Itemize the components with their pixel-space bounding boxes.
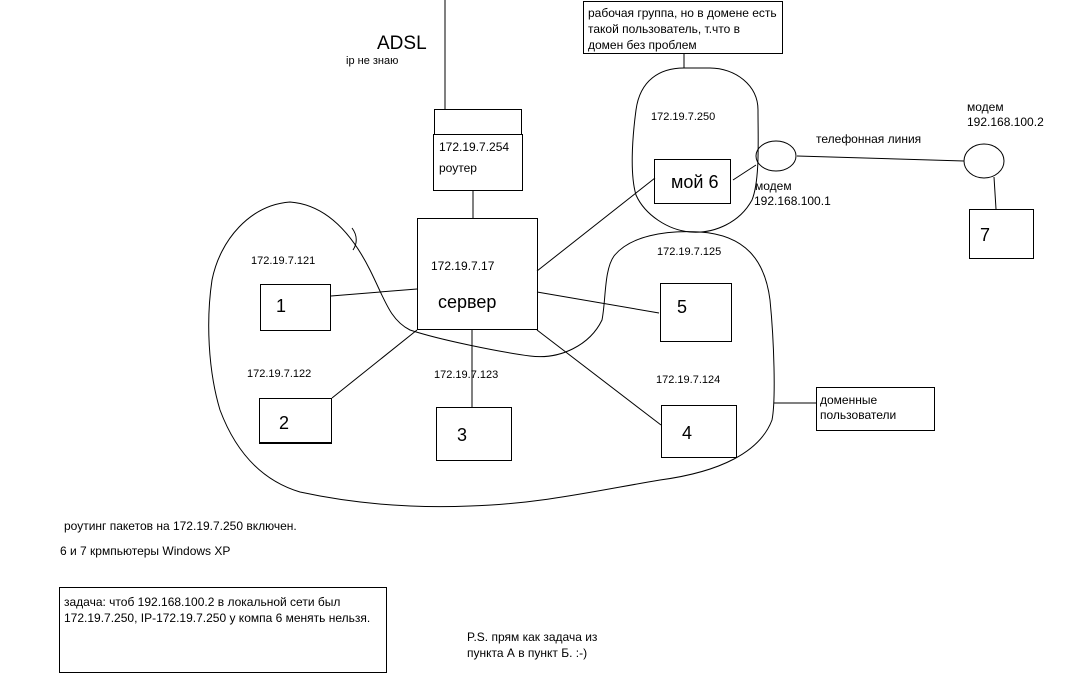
modem-remote-icon: [963, 143, 1005, 179]
workgroup-note: рабочая группа, но в домене есть такой п…: [583, 1, 783, 54]
phone-line-label: телефонная линия: [816, 132, 922, 146]
modem-local-icon: [755, 140, 797, 172]
router-top-box: [434, 109, 522, 135]
router-ip: 172.19.7.254: [439, 140, 510, 154]
remote-pc-label: 7: [980, 225, 991, 245]
adsl-label: ADSL: [377, 33, 427, 54]
phone-line: [796, 155, 965, 162]
server-host2-link: [331, 329, 418, 399]
host-2-box[interactable]: 2: [259, 398, 332, 444]
modem-remote-ip: 192.168.100.2: [967, 115, 1044, 129]
server-ip: 172.19.7.17: [431, 259, 495, 273]
domain-area: [208, 201, 775, 508]
adsl-ip-unknown: ip не знаю: [346, 55, 399, 67]
host-4-ip: 172.19.7.124: [656, 374, 721, 386]
host-3-box[interactable]: 3: [436, 407, 512, 461]
host-3-label: 3: [457, 425, 468, 445]
modem-local-label: модем: [755, 179, 792, 193]
ps-note: P.S. прям как задача из пункта А в пункт…: [467, 630, 598, 660]
my-pc-box[interactable]: мой 6: [654, 159, 731, 204]
host-4-label: 4: [682, 423, 693, 443]
server-host4-link: [536, 329, 662, 426]
server-box[interactable]: 172.19.7.17 сервер: [417, 218, 538, 330]
host-1-ip: 172.19.7.121: [251, 255, 316, 267]
task-note: задача: чтоб 192.168.100.2 в локальной с…: [59, 587, 387, 673]
server-my6-link: [536, 177, 656, 272]
my6-modem-link: [732, 164, 757, 181]
host-5-box[interactable]: 5: [660, 283, 732, 342]
my-pc-ip: 172.19.7.250: [651, 111, 716, 123]
router-box[interactable]: 172.19.7.254 роутер: [433, 134, 523, 191]
host-4-box[interactable]: 4: [661, 405, 737, 458]
host-2-ip: 172.19.7.122: [247, 368, 312, 380]
modem-remote-label: модем: [967, 100, 1004, 114]
host-5-label: 5: [677, 297, 688, 317]
routing-note: роутинг пакетов на 172.19.7.250 включен.: [64, 519, 297, 533]
modem-pc7-link: [993, 176, 997, 210]
workgroup-area: [631, 67, 759, 233]
host-1-label: 1: [276, 296, 287, 316]
modem-local-ip: 192.168.100.1: [754, 194, 831, 208]
router-label: роутер: [439, 161, 477, 175]
remote-pc-box[interactable]: 7: [969, 209, 1034, 259]
host-2-label: 2: [279, 413, 290, 433]
host-5-ip: 172.19.7.125: [657, 246, 722, 258]
host-1-box[interactable]: 1: [260, 284, 331, 331]
server-label: сервер: [438, 292, 497, 312]
server-host5-link: [536, 291, 660, 314]
host-3-ip: 172.19.7.123: [434, 369, 499, 381]
server-host1-link: [330, 288, 418, 297]
os-note: 6 и 7 крмпьютеры Windows XP: [60, 544, 231, 558]
my-pc-label: мой 6: [671, 172, 719, 192]
domain-users-label: доменные пользователи: [816, 387, 935, 431]
